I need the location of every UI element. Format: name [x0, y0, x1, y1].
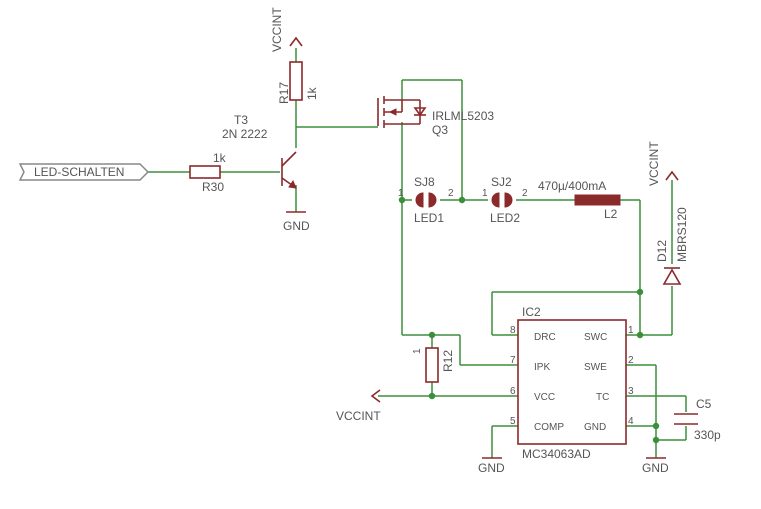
- sj2-pin2: 2: [522, 188, 528, 199]
- gnd-ic-symbol: GND: [478, 457, 505, 475]
- sj2-name: SJ2: [491, 175, 512, 189]
- sj8-pin1: 1: [398, 188, 404, 199]
- ic2-pin-name: VCC: [534, 392, 555, 403]
- ic2-pin-num: 4: [628, 416, 634, 427]
- r17-value: 1k: [305, 86, 319, 100]
- q3-value: IRLML5203: [432, 109, 494, 123]
- c5-name: C5: [696, 397, 712, 411]
- junction-dot: [428, 392, 436, 400]
- r17-resistor: R17 1k: [277, 61, 319, 104]
- q3-name: Q3: [432, 123, 448, 137]
- sj2-jumper: SJ2 1 2 LED2: [482, 175, 528, 225]
- t3-value: 2N 2222: [222, 127, 268, 141]
- ic2-pin-num: 5: [510, 416, 516, 427]
- junction-dot: [458, 196, 466, 204]
- junction-dot: [652, 422, 660, 430]
- ic2-name: IC2: [522, 305, 541, 319]
- t3-name: T3: [234, 113, 248, 127]
- led1-label: LED1: [414, 211, 444, 225]
- l2-inductor: 470µ/400mA L2: [538, 179, 621, 221]
- ic2-pin-num: 7: [510, 355, 516, 366]
- junction-dot: [636, 288, 644, 296]
- vccint-left-label: VCCINT: [336, 409, 381, 423]
- led-schalten-port: LED-SCHALTEN: [18, 163, 150, 181]
- ic2-chip: IC2 MC34063AD 8 DRC 7 IPK 6 VCC 5 COMP 1…: [510, 305, 634, 461]
- ic2-pin-name: IPK: [534, 362, 550, 373]
- d12-diode: D12 MBRS120: [655, 207, 689, 285]
- junction-dot: [652, 436, 660, 444]
- sj8-pin2: 2: [448, 188, 454, 199]
- gnd-right-symbol: GND: [642, 457, 669, 475]
- r30-name: R30: [202, 180, 224, 194]
- t3-transistor: T3 2N 2222: [222, 113, 297, 189]
- gnd-t3-symbol: GND: [283, 211, 310, 233]
- r30-value: 1k: [213, 151, 227, 165]
- ic2-pin-num: 1: [628, 325, 634, 336]
- ic2-pin-name: SWE: [584, 362, 607, 373]
- ic2-pin-name: TC: [596, 392, 609, 403]
- q3-mosfet: IRLML5203 Q3: [377, 96, 494, 137]
- gnd-ic-label: GND: [478, 461, 505, 475]
- d12-value: MBRS120: [675, 207, 689, 262]
- ic2-value: MC34063AD: [522, 447, 591, 461]
- vccint-right-symbol: VCCINT: [647, 141, 679, 186]
- ic2-pin-name: DRC: [534, 332, 556, 343]
- r12-resistor: R12 1: [412, 347, 455, 383]
- ic2-pin-num: 2: [628, 355, 634, 366]
- gnd-right-label: GND: [642, 461, 669, 475]
- r12-pin1: 1: [412, 348, 423, 354]
- l2-name: L2: [604, 207, 618, 221]
- ic2-pin-num: 6: [510, 386, 516, 397]
- junctions: [398, 196, 660, 444]
- ic2-pin-num: 3: [628, 386, 634, 397]
- r12-name: R12: [441, 350, 455, 372]
- sj8-jumper: SJ8 1 2 LED1: [398, 175, 454, 225]
- junction-dot: [636, 331, 644, 339]
- d12-name: D12: [655, 240, 669, 262]
- vccint-left-symbol: VCCINT: [336, 389, 381, 423]
- sj2-pin1: 1: [482, 188, 488, 199]
- ic2-pin-name: SWC: [584, 332, 607, 343]
- ic2-pin-num: 8: [510, 325, 516, 336]
- r17-name: R17: [277, 82, 291, 104]
- gnd-t3-label: GND: [283, 219, 310, 233]
- sj8-name: SJ8: [414, 175, 435, 189]
- l2-value: 470µ/400mA: [538, 179, 606, 193]
- ic2-pin-name: COMP: [534, 422, 564, 433]
- led2-label: LED2: [490, 211, 520, 225]
- vccint-top-label: VCCINT: [270, 7, 284, 52]
- led-schalten-label: LED-SCHALTEN: [34, 165, 124, 179]
- c5-value: 330p: [694, 428, 721, 442]
- ic2-pin-name: GND: [584, 422, 606, 433]
- c5-capacitor: C5 330p: [674, 397, 721, 442]
- junction-dot: [428, 331, 436, 339]
- wires: [148, 48, 687, 458]
- vccint-right-label: VCCINT: [647, 141, 661, 186]
- junction-dot: [398, 196, 406, 204]
- r30-resistor: 1k R30: [189, 151, 227, 194]
- vccint-top-symbol: VCCINT: [270, 7, 303, 52]
